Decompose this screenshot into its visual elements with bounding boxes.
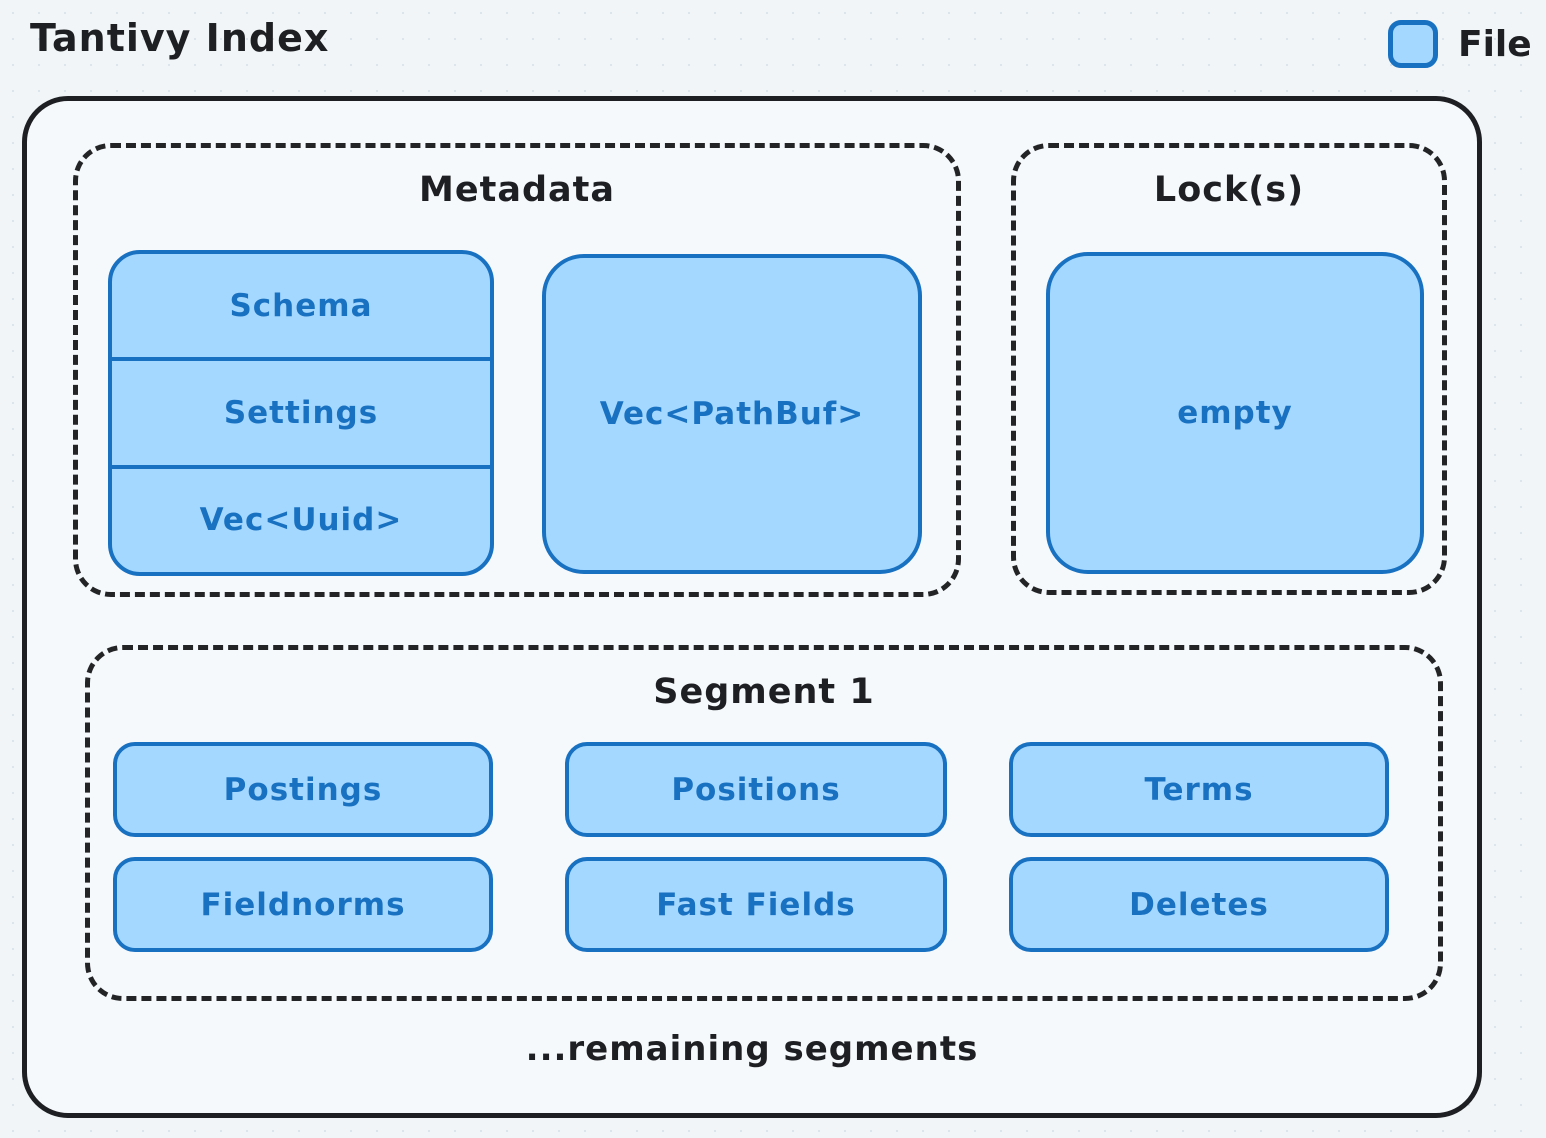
file-legend: File [1388,20,1532,68]
terms-file: Terms [1009,742,1389,837]
tantivy-index-container: Metadata Schema Settings Vec<Uuid> Vec<P… [22,96,1482,1118]
locks-group: Lock(s) empty [1011,143,1447,595]
deletes-file: Deletes [1009,857,1389,952]
fieldnorms-file: Fieldnorms [113,857,493,952]
file-legend-label: File [1458,23,1532,65]
settings-section: Settings [112,357,490,464]
metadata-group-label: Metadata [419,170,615,210]
postings-file: Postings [113,742,493,837]
file-swatch-icon [1388,20,1438,68]
segment-group-label: Segment 1 [653,672,875,712]
vec-uuid-section: Vec<Uuid> [112,464,490,572]
schema-section: Schema [229,287,373,324]
remaining-segments-note: ...remaining segments [525,1029,979,1069]
lock-empty-file: empty [1046,252,1424,574]
segment-group: Segment 1 Postings Positions Terms Field… [85,645,1443,1001]
vec-pathbuf-file: Vec<PathBuf> [542,254,922,574]
metadata-group: Metadata Schema Settings Vec<Uuid> Vec<P… [73,143,961,597]
metadata-stack-file: Schema Settings Vec<Uuid> [108,250,494,576]
fast-fields-file: Fast Fields [565,857,947,952]
diagram-title: Tantivy Index [30,16,330,60]
locks-group-label: Lock(s) [1153,170,1305,210]
positions-file: Positions [565,742,947,837]
